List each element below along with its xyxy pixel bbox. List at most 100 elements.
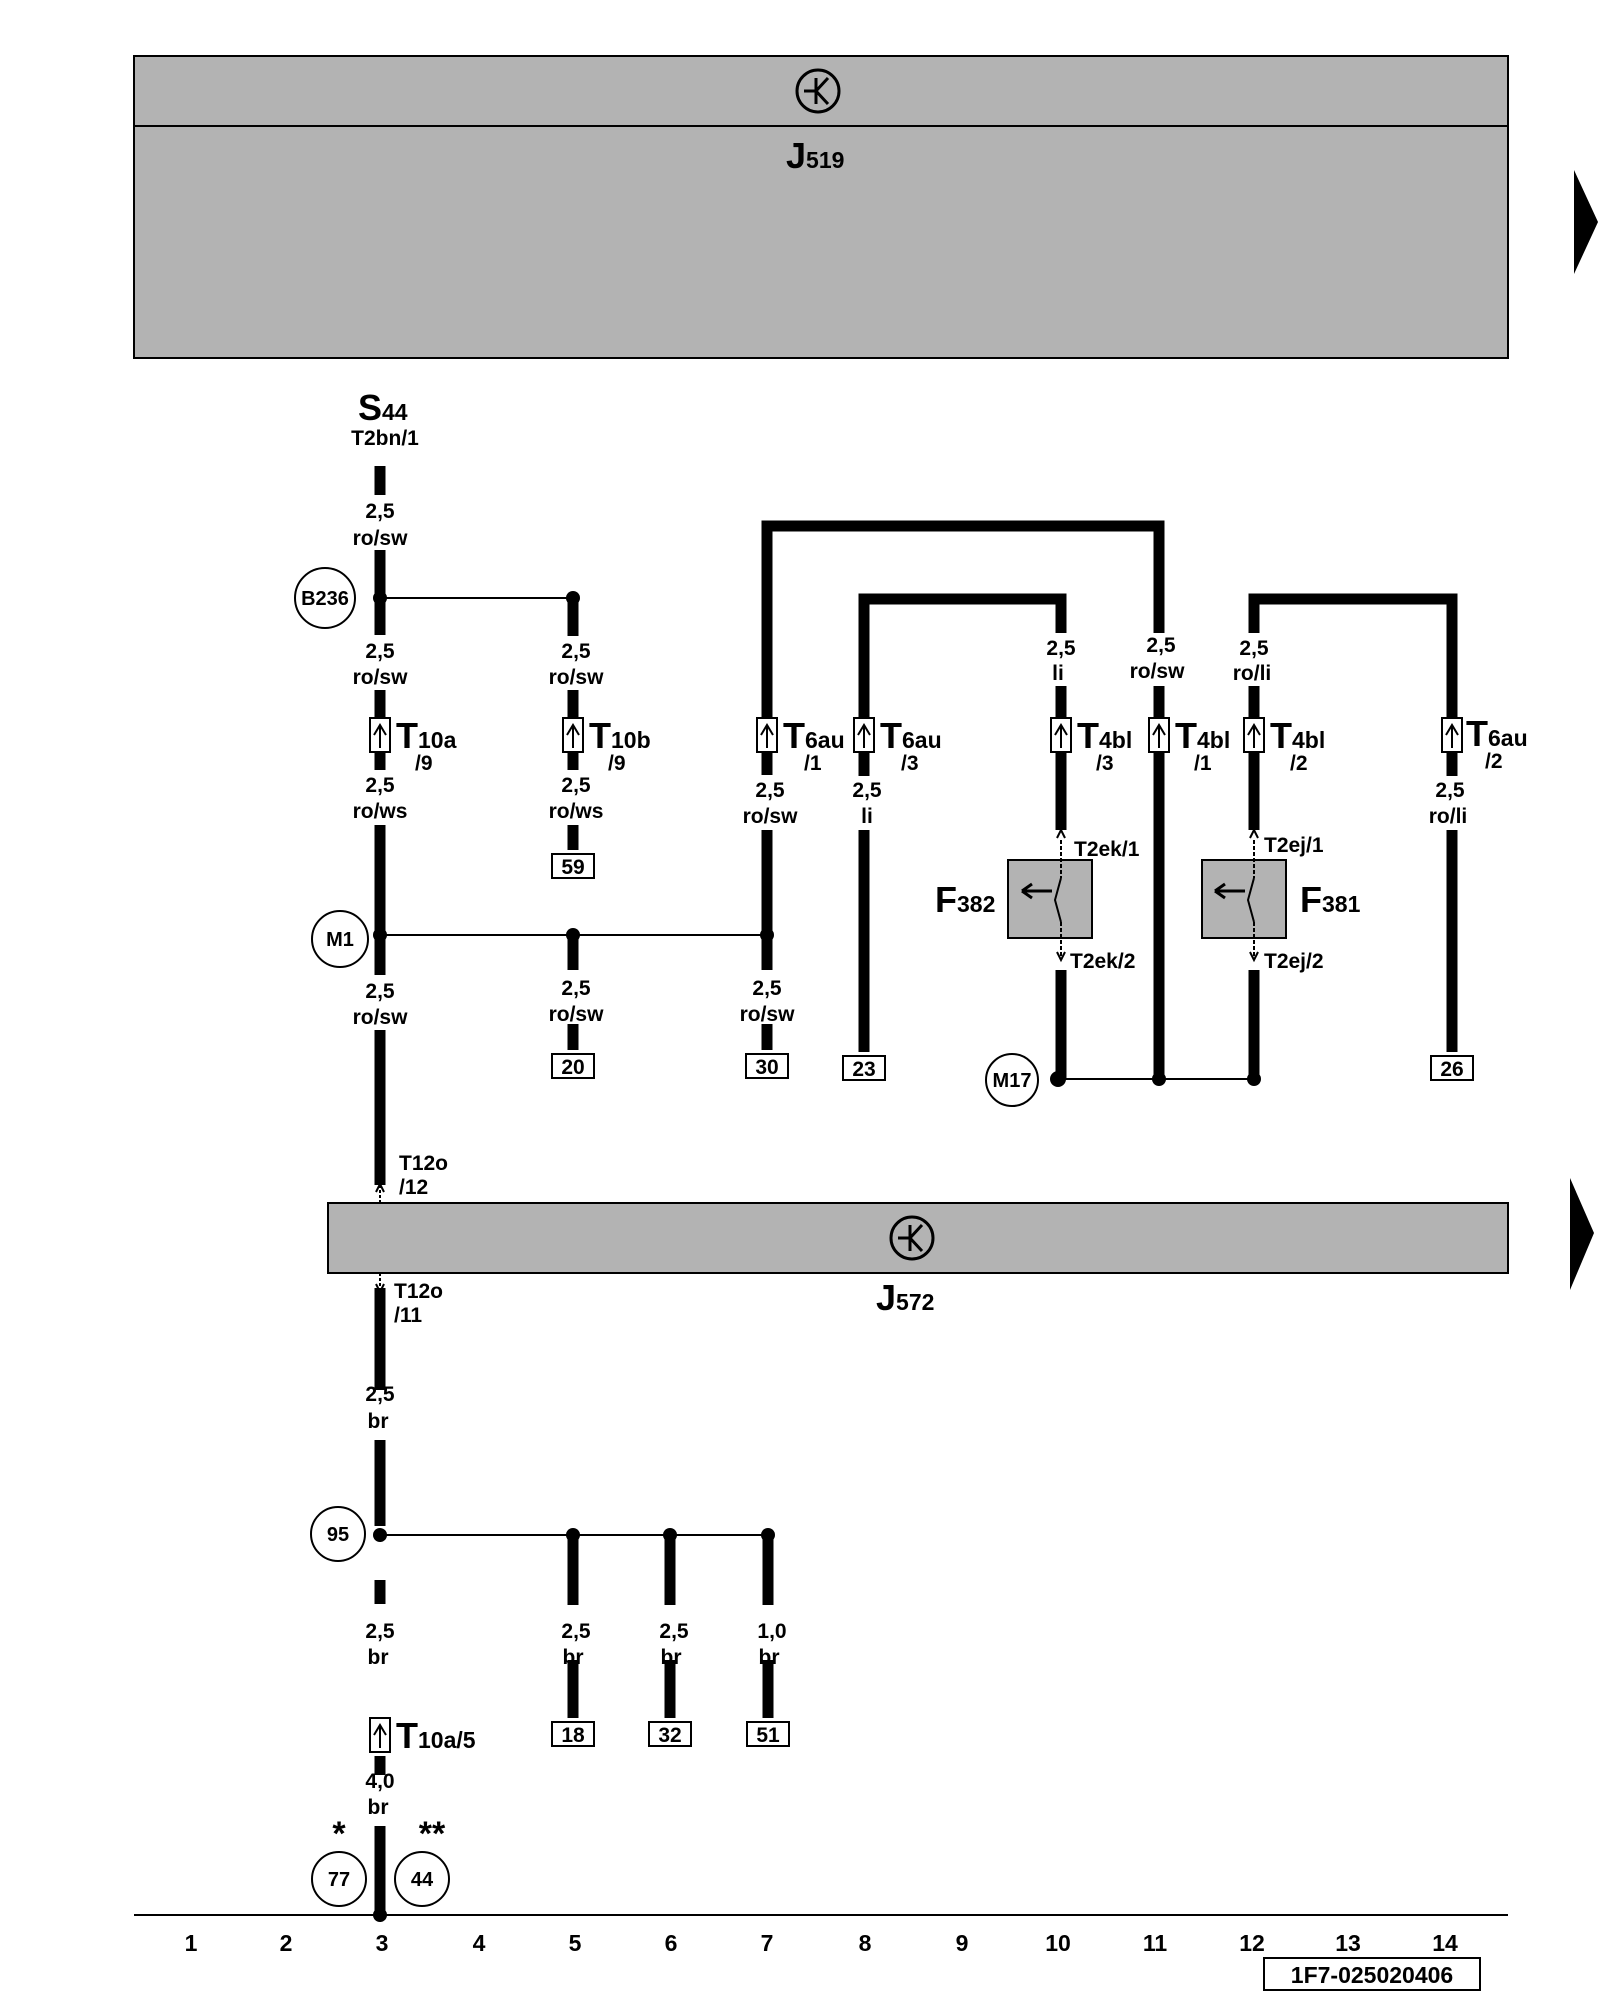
svg-text:ro/sw: ro/sw: [353, 1006, 409, 1029]
svg-text:23: 23: [852, 1058, 875, 1081]
svg-text:2,5: 2,5: [1046, 637, 1076, 660]
svg-text:T12o: T12o: [399, 1152, 448, 1175]
svg-text:ro/li: ro/li: [1429, 805, 1468, 828]
f381-label: F381: [1300, 879, 1361, 920]
svg-text:59: 59: [561, 856, 584, 879]
svg-text:ro/sw: ro/sw: [353, 527, 409, 550]
svg-text:30: 30: [755, 1056, 778, 1079]
j519-label: J519: [786, 135, 844, 176]
svg-text:br: br: [368, 1410, 389, 1433]
continuation-arrow-icon: [1570, 1178, 1594, 1290]
connector-t10a-5: T10a/5: [396, 1715, 476, 1756]
svg-text:br: br: [368, 1796, 389, 1819]
svg-text:7: 7: [761, 1930, 774, 1956]
junction-dots: [373, 591, 1261, 1922]
svg-text:br: br: [563, 1646, 584, 1669]
svg-text:20: 20: [561, 1056, 584, 1079]
svg-text:/2: /2: [1290, 752, 1308, 775]
svg-text:li: li: [861, 805, 873, 828]
document-id: 1F7-025020406: [1291, 1962, 1453, 1988]
svg-text:2,5: 2,5: [365, 500, 395, 523]
svg-text:2,5: 2,5: [365, 1383, 395, 1406]
svg-text:6: 6: [665, 1930, 678, 1956]
svg-text:2,5: 2,5: [659, 1620, 689, 1643]
svg-text:ro/sw: ro/sw: [743, 805, 799, 828]
svg-text:14: 14: [1432, 1930, 1458, 1956]
svg-text:51: 51: [756, 1724, 780, 1747]
s44-label: S44: [358, 387, 408, 428]
svg-text:2,5: 2,5: [561, 774, 591, 797]
node-95: [310, 1506, 366, 1562]
svg-text:ro/ws: ro/ws: [549, 800, 604, 823]
svg-text:/11: /11: [394, 1304, 422, 1327]
svg-text:4: 4: [473, 1930, 486, 1956]
node-m17: [985, 1053, 1039, 1107]
svg-text:10: 10: [1045, 1930, 1071, 1956]
connector-t10b-9: T10b: [589, 715, 651, 756]
svg-text:11: 11: [1143, 1930, 1168, 1956]
j572-block: [327, 1202, 1509, 1274]
node-44: [394, 1851, 450, 1907]
svg-text:T2ej/1: T2ej/1: [1264, 834, 1324, 857]
svg-text:1,0: 1,0: [757, 1620, 786, 1643]
svg-text:4,0: 4,0: [365, 1770, 394, 1793]
connector-t4bl-1: T4bl: [1175, 715, 1230, 756]
svg-text:2,5: 2,5: [365, 640, 395, 663]
svg-text:18: 18: [561, 1724, 585, 1747]
s44-terminal: T2bn/1: [351, 427, 419, 450]
connector-t10a-9: T10a: [396, 715, 457, 756]
svg-text:/9: /9: [415, 752, 433, 775]
j519-block: [133, 55, 1509, 359]
svg-text:95: 95: [327, 1524, 349, 1546]
svg-text:2,5: 2,5: [752, 977, 782, 1000]
svg-text:ro/sw: ro/sw: [549, 666, 605, 689]
node-77: [311, 1851, 367, 1907]
svg-text:9: 9: [956, 1930, 969, 1956]
connector-t4bl-2: T4bl: [1270, 715, 1325, 756]
svg-text:/12: /12: [399, 1176, 428, 1199]
svg-text:T2ek/2: T2ek/2: [1070, 950, 1135, 973]
svg-text:32: 32: [658, 1724, 681, 1747]
svg-text:ro/li: ro/li: [1233, 662, 1272, 685]
svg-text:/2: /2: [1485, 750, 1503, 773]
f381-switch: [1201, 827, 1287, 963]
svg-text:2,5: 2,5: [755, 779, 785, 802]
f382-switch: [1007, 827, 1093, 963]
svg-text:/9: /9: [608, 752, 626, 775]
svg-text:li: li: [1052, 662, 1064, 685]
svg-text:2,5: 2,5: [1146, 634, 1176, 657]
svg-text:ro/sw: ro/sw: [549, 1003, 605, 1026]
column-numbers: 1 2 3 4 5 6 7 8 9 10 11 12 13 14: [185, 1930, 1458, 1956]
svg-text:B236: B236: [301, 588, 349, 610]
svg-text:T2ej/2: T2ej/2: [1264, 950, 1324, 973]
svg-text:44: 44: [411, 1869, 434, 1891]
svg-text:2,5: 2,5: [561, 640, 591, 663]
connector-t6au-2: T6au: [1466, 713, 1528, 754]
wire-col8: [858, 593, 1067, 1052]
svg-text:T12o: T12o: [394, 1280, 443, 1303]
svg-text:2: 2: [280, 1930, 293, 1956]
svg-text:2,5: 2,5: [365, 980, 395, 1003]
svg-text:13: 13: [1335, 1930, 1361, 1956]
document-id-box: [1263, 1957, 1481, 1991]
svg-text:5: 5: [569, 1930, 582, 1956]
svg-text:ro/sw: ro/sw: [1130, 660, 1186, 683]
svg-text:2,5: 2,5: [1435, 779, 1465, 802]
svg-text:8: 8: [859, 1930, 872, 1956]
control-unit-icon: [889, 1215, 935, 1261]
svg-text:T2ek/1: T2ek/1: [1074, 838, 1140, 861]
svg-text:26: 26: [1440, 1058, 1463, 1081]
footnote-double: **: [419, 1815, 446, 1853]
control-unit-icon: [795, 68, 841, 114]
svg-text:2,5: 2,5: [852, 779, 882, 802]
svg-text:br: br: [661, 1646, 682, 1669]
f382-label: F382: [935, 879, 995, 920]
svg-text:2,5: 2,5: [1239, 637, 1269, 660]
wire-col7: [761, 520, 1165, 1718]
svg-text:3: 3: [376, 1930, 389, 1956]
svg-text:1: 1: [185, 1930, 198, 1956]
svg-text:/1: /1: [1194, 752, 1212, 775]
connector-t6au-3: T6au: [880, 715, 942, 756]
svg-text:2,5: 2,5: [365, 1620, 395, 1643]
